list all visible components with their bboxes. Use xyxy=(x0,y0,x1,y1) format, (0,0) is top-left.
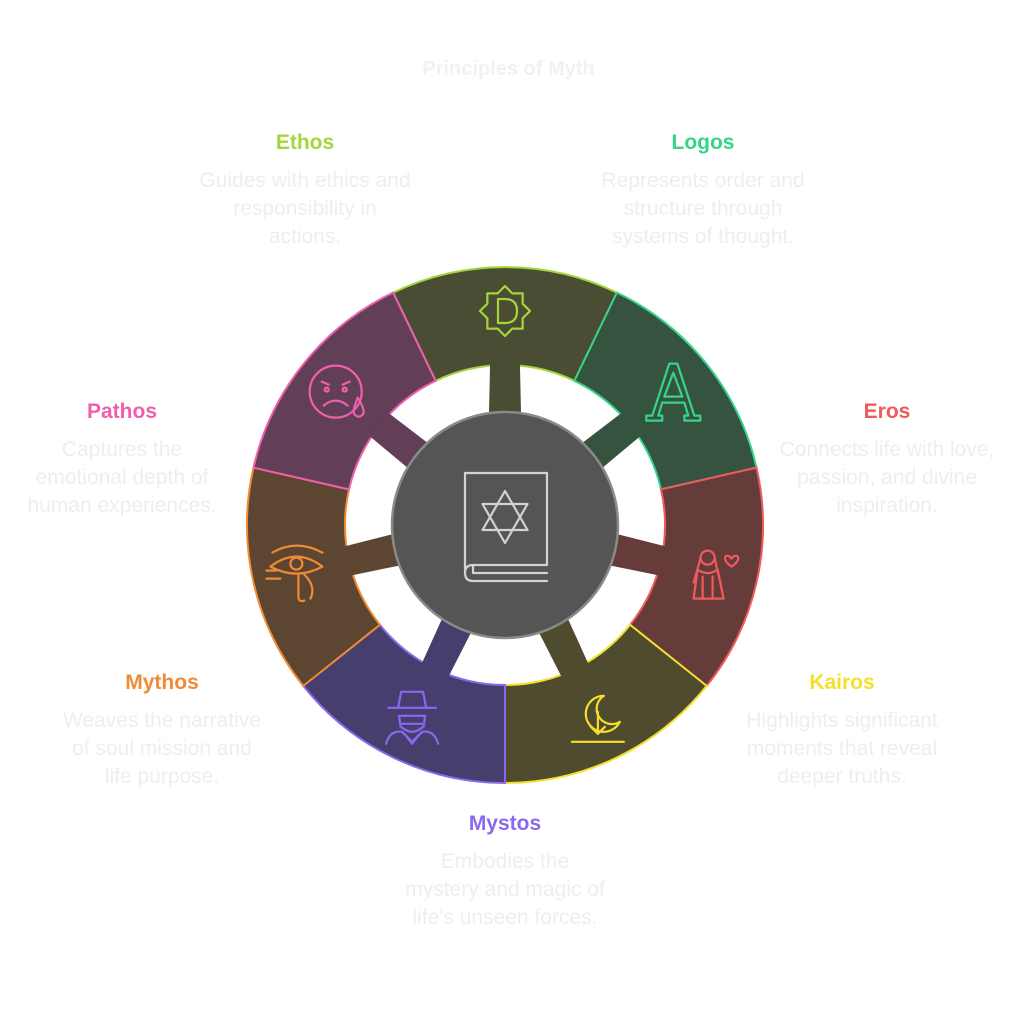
mystos-description: Embodies the mystery and magic of life's… xyxy=(405,850,605,929)
pathos-description: Captures the emotional depth of human ex… xyxy=(27,438,217,517)
sad-face-icon xyxy=(308,364,365,419)
kairos-title: Kairos xyxy=(809,671,875,694)
wheel-segments xyxy=(246,266,764,785)
eros-connector xyxy=(606,533,668,576)
eros-title: Eros xyxy=(863,400,911,423)
center-hub xyxy=(390,410,620,640)
mythos-connector xyxy=(342,533,404,576)
sun-emblem-icon xyxy=(478,284,532,338)
mystos-title: Mystos xyxy=(468,812,542,835)
mythos-label-block: Mythos Weaves the narrative of soul miss… xyxy=(62,671,262,791)
goddess-heart-icon xyxy=(692,549,740,600)
ethos-label-block: Ethos Guides with ethics and responsibil… xyxy=(195,131,415,251)
center-circle xyxy=(390,410,620,640)
eros-description: Connects life with love, passion, and di… xyxy=(779,438,995,517)
kairos-connector xyxy=(537,615,590,679)
eye-of-horus-icon xyxy=(265,544,324,603)
ethos-description: Guides with ethics and responsibility in… xyxy=(199,169,411,248)
mythos-title: Mythos xyxy=(125,671,199,694)
letter-a-icon xyxy=(645,362,702,422)
pathos-title: Pathos xyxy=(86,400,157,423)
detective-icon xyxy=(385,690,440,745)
kairos-description: Highlights significant moments that reve… xyxy=(746,709,938,788)
mystos-label-block: Mystos Embodies the mystery and magic of… xyxy=(405,812,605,932)
eros-label-block: Eros Connects life with love, passion, a… xyxy=(776,400,998,520)
ethos-title: Ethos xyxy=(275,131,335,154)
logos-description: Represents order and structure through s… xyxy=(601,169,805,248)
pathos-label-block: Pathos Captures the emotional depth of h… xyxy=(17,400,227,520)
mystos-connector xyxy=(420,615,473,679)
kairos-label-block: Kairos Highlights significant moments th… xyxy=(742,671,942,791)
logos-title: Logos xyxy=(671,131,735,154)
logos-label-block: Logos Represents order and structure thr… xyxy=(593,131,813,251)
diagram-title: Principles of Myth xyxy=(422,58,595,80)
moon-download-icon xyxy=(570,694,626,743)
wheel-connectors xyxy=(342,361,668,679)
book-of-star-icon xyxy=(463,471,549,583)
ethos-connector xyxy=(488,361,522,418)
mythos-description: Weaves the narrative of soul mission and… xyxy=(62,709,262,788)
